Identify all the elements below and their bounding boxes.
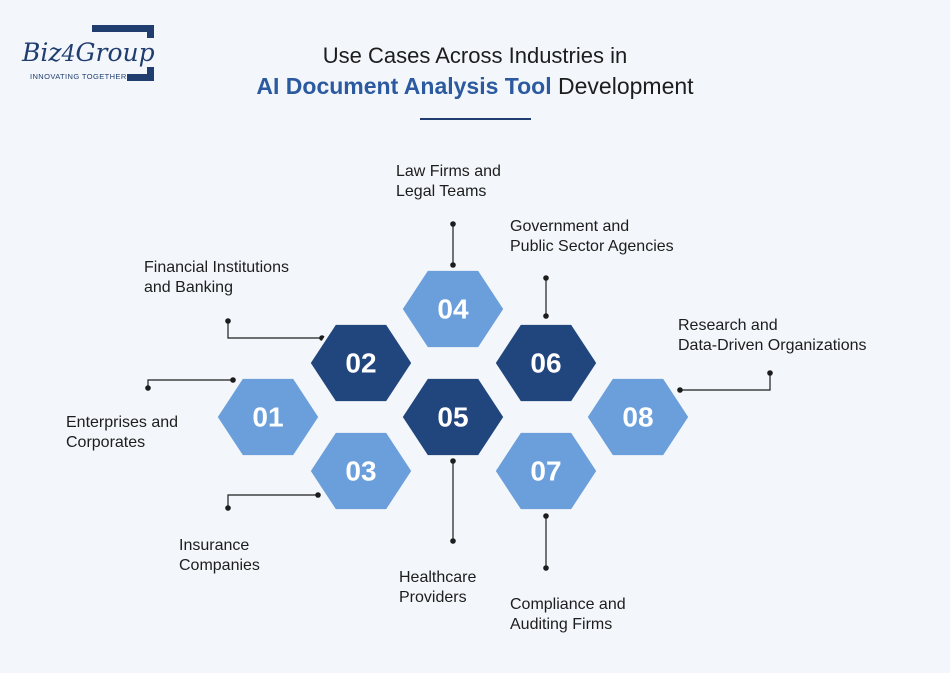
hexagon-04 [399, 267, 507, 351]
label-01: Enterprises and Corporates [66, 413, 178, 453]
connector-dot-06-start [543, 313, 549, 319]
label-08-line2: Data-Driven Organizations [678, 337, 867, 354]
hexagon-number-04: 04 [437, 294, 469, 325]
connector-dot-03-start [315, 492, 321, 498]
connector-dot-01-start [230, 377, 236, 383]
connector-08 [680, 373, 771, 391]
title-highlight: AI Document Analysis Tool [256, 73, 552, 99]
connector-dot-07-start [543, 513, 549, 519]
label-01-line1: Enterprises and [66, 414, 179, 431]
connector-dot-08-start [677, 387, 683, 393]
connector-dot-08-end [767, 370, 773, 376]
label-02: Financial Institutions and Banking [144, 258, 289, 298]
connector-dot-05-start [450, 458, 456, 464]
page-title-line2: AI Document Analysis Tool Development [175, 73, 775, 100]
bizgroup-logo: Biz4Group INNOVATING TOGETHER [22, 22, 162, 84]
hexagon-number-06: 06 [530, 348, 561, 379]
label-07: Compliance and Auditing Firms [510, 595, 626, 635]
page-title-line1: Use Cases Across Industries in [322, 43, 628, 68]
label-08-line1: Research and [678, 317, 778, 334]
label-05-line2: Providers [399, 589, 467, 606]
hexagon-number-01: 01 [252, 402, 283, 433]
title-rest: Development [551, 73, 694, 99]
label-03-line2: Companies [179, 557, 260, 574]
connector-01 [147, 379, 233, 388]
label-08: Research and Data-Driven Organizations [678, 316, 867, 356]
label-05: Healthcare Providers [399, 568, 476, 608]
label-02-line2: and Banking [144, 279, 233, 296]
connector-dot-01-end [145, 385, 151, 391]
connector-dot-05-end [450, 538, 456, 544]
label-06-line2: Public Sector Agencies [510, 238, 674, 255]
hexagon-number-05: 05 [437, 402, 468, 433]
label-04: Law Firms and Legal Teams [396, 162, 501, 202]
hexagon-number-08: 08 [622, 402, 653, 433]
label-06-line1: Government and [510, 218, 630, 235]
logo-wordmark: Biz4Group [22, 38, 157, 67]
hexagon-01 [214, 375, 322, 459]
hexagon-07 [492, 429, 600, 513]
label-01-line2: Corporates [66, 434, 146, 451]
connector-dot-04-start [450, 262, 456, 268]
title-underline [420, 118, 531, 120]
hexagon-06 [492, 321, 600, 405]
label-03: Insurance Companies [179, 536, 260, 576]
connector-dot-04-end [450, 221, 456, 227]
label-07-line2: Auditing Firms [510, 616, 613, 633]
label-06: Government and Public Sector Agencies [510, 217, 674, 257]
connector-lines [145, 221, 773, 571]
hexagon-05 [399, 375, 507, 459]
hexagon-08 [584, 375, 692, 459]
label-03-line1: Insurance [179, 537, 250, 554]
connector-dot-02-end [225, 318, 231, 324]
hexagon-02 [307, 321, 415, 405]
connector-dot-03-end [225, 505, 231, 511]
hexagon-number-02: 02 [345, 348, 376, 379]
label-05-line1: Healthcare [399, 569, 477, 586]
connector-dot-07-end [543, 565, 549, 571]
hexagon-number-03: 03 [345, 456, 376, 487]
label-07-line1: Compliance and [510, 596, 626, 613]
logo-tagline: INNOVATING TOGETHER [30, 72, 127, 81]
connector-03 [227, 494, 318, 508]
connector-02 [227, 321, 322, 339]
hexagon-number-07: 07 [530, 456, 561, 487]
label-04-line1: Law Firms and [396, 163, 501, 180]
label-04-line2: Legal Teams [396, 183, 487, 200]
hexagon-cluster: 01 02 03 04 05 06 07 08 [214, 267, 692, 513]
label-02-line1: Financial Institutions [144, 259, 289, 276]
hexagon-03 [307, 429, 415, 513]
connector-dot-06-end [543, 275, 549, 281]
